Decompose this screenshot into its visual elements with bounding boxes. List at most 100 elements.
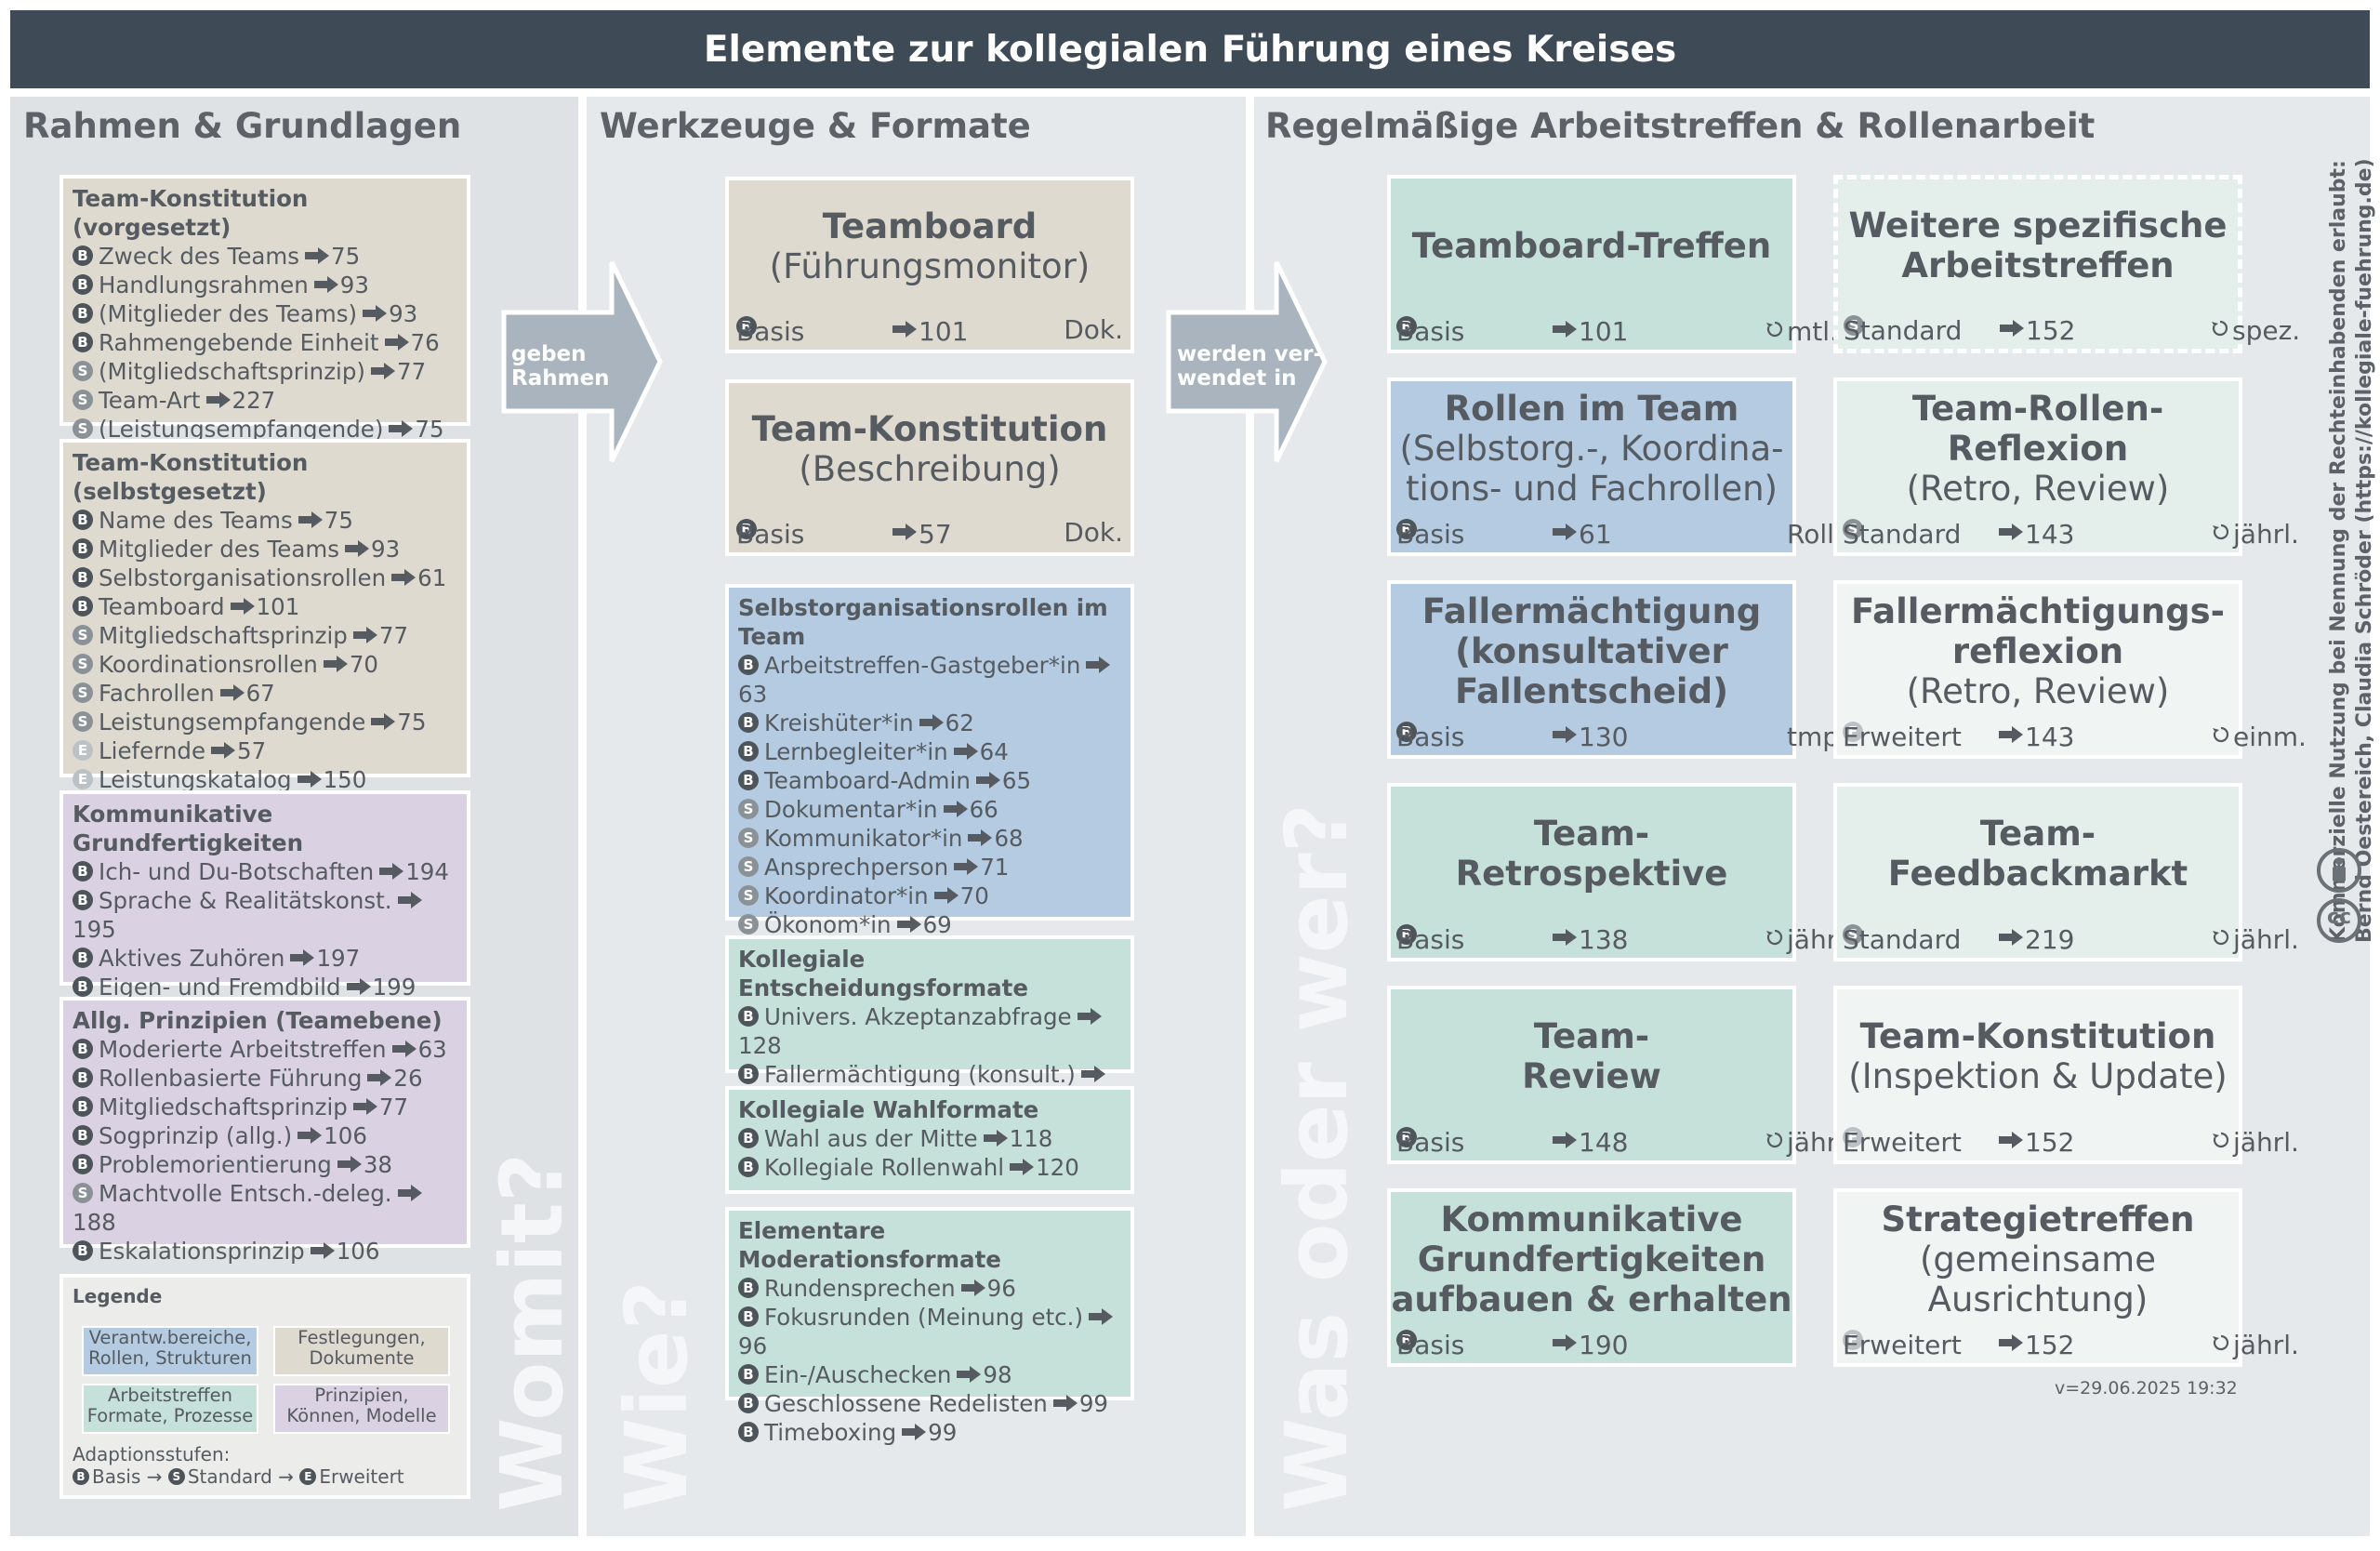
list-item-ref: 70 [959, 882, 989, 909]
arrow-right-icon [1086, 656, 1111, 673]
arrow-right-icon [363, 305, 388, 322]
arrow-right-icon [371, 713, 396, 730]
list-item-text: Eigen- und Fremdbild [99, 974, 341, 1001]
list-item-ref: 93 [370, 536, 401, 563]
arrow-label-line: Rahmen [511, 366, 610, 391]
arrow-right-icon [1999, 1334, 2023, 1351]
card-title-line: Team- [1533, 1016, 1650, 1056]
list-item-text: Fallermächtigung (konsult.) [764, 1061, 1076, 1088]
card-cycle: spez. [2232, 315, 2301, 346]
level-badge-icon: B [738, 655, 759, 675]
level-badge-icon: S [1844, 315, 1864, 336]
card-level: Basis [1396, 1330, 1465, 1360]
list-item-text: Ansprechperson [764, 854, 949, 881]
list-item-text: Rundensprechen [764, 1275, 956, 1302]
level-badge-icon: S [73, 654, 93, 674]
level-badge-icon: E [1843, 722, 1863, 742]
list-item-text: Ökonom*in [764, 911, 892, 938]
card-cycle: jährl. [2233, 1330, 2299, 1360]
list-item-text: Zweck des Teams [99, 243, 300, 270]
level-badge-icon: B [73, 538, 93, 559]
level-badge-icon: B [738, 1364, 759, 1385]
cycle-icon [2213, 1132, 2229, 1148]
arrow-right-icon [397, 1185, 422, 1201]
card-title-line: aufbauen & erhalten [1391, 1279, 1792, 1319]
list-item-ref: 61 [417, 564, 447, 591]
arrow-right-icon [1553, 1334, 1577, 1351]
basis-badge-icon: B [73, 1467, 89, 1485]
arrow-right-icon [1999, 524, 2023, 540]
level-badge-icon: B [73, 596, 93, 616]
arrow-right-icon [1089, 1308, 1113, 1325]
level-badge-icon: B [738, 1128, 759, 1148]
arrow-label-used: werden ver- wendet in [1177, 342, 1322, 391]
list-item-ref: 150 [323, 766, 367, 793]
cycle-icon [1766, 929, 1783, 946]
card-cycle: mtl. [1787, 316, 1838, 347]
list-item-text: (Leistungsempfangende) [99, 416, 384, 443]
version-stamp: v=29.06.2025 19:32 [2055, 1378, 2238, 1399]
list-item-text: Sprache & Realitätskonst. [99, 887, 392, 914]
card-level: Standard [1843, 924, 1962, 955]
list-item-text: (Mitgliedschaftsprinzip) [99, 358, 365, 385]
list-item-text: Mitgliedschaftsprinzip [99, 622, 348, 649]
arrow-right-icon [352, 1098, 377, 1115]
card-page-ref: 219 [2025, 924, 2075, 955]
card-level: Standard [1843, 519, 1962, 550]
level-badge-icon: S [1843, 519, 1863, 539]
level-badge-icon: B [1396, 519, 1417, 539]
arrow-right-icon [1080, 1066, 1105, 1082]
card-page-ref: 101 [1579, 316, 1629, 347]
meeting-card: Fallermächtigungs-reflexion(Retro, Revie… [1833, 580, 2307, 759]
list-item-text: Kollegiale Rollenwahl [764, 1154, 1005, 1181]
list-item-text: Fokusrunden (Meinung etc.) [764, 1304, 1083, 1331]
card-page-ref: 138 [1579, 924, 1629, 955]
list-item-text: Sogprinzip (allg.) [99, 1122, 293, 1149]
legend-chip-line: Arbeitstreffen [108, 1385, 232, 1406]
card-title: Team-Konstitution (Beschreibung) [729, 383, 1130, 515]
list-item-ref: 99 [1078, 1390, 1109, 1417]
level-badge-icon: B [1396, 316, 1417, 337]
card-level: Basis [1396, 924, 1465, 955]
list-item-text: Dokumentar*in [764, 796, 938, 823]
level-badge-icon: E [73, 740, 93, 761]
list-item-ref: 75 [324, 507, 353, 534]
list-item-ref: 77 [396, 358, 427, 385]
card-page-ref: 101 [919, 316, 969, 347]
level-badge-icon: S [73, 625, 93, 645]
level-badge-icon: S [738, 914, 759, 935]
arrow-right-icon [919, 714, 944, 731]
list-item-text: Rollenbasierte Führung [99, 1065, 363, 1092]
list-item-ref: 75 [397, 709, 427, 736]
level-badge-icon: B [738, 770, 759, 790]
cycle-icon [2213, 929, 2229, 946]
arrow-right-icon [983, 1130, 1008, 1147]
cycle-icon [2213, 524, 2229, 540]
list-item-ref: 120 [1036, 1154, 1079, 1181]
list-item-text: Fachrollen [99, 680, 215, 707]
list-item-ref: 194 [405, 858, 449, 885]
legend-title: Legende [73, 1285, 163, 1307]
legend: Legende Verantw.bereiche, Rollen, Strukt… [60, 1274, 470, 1499]
arrow-label-line: geben [511, 342, 587, 366]
list-item-ref: 71 [980, 854, 1010, 881]
group-title: Kommunikative Grundfertigkeiten [73, 801, 304, 856]
level-badge-icon: B [738, 1422, 759, 1442]
arrow-label-frame: geben Rahmen [511, 342, 610, 391]
